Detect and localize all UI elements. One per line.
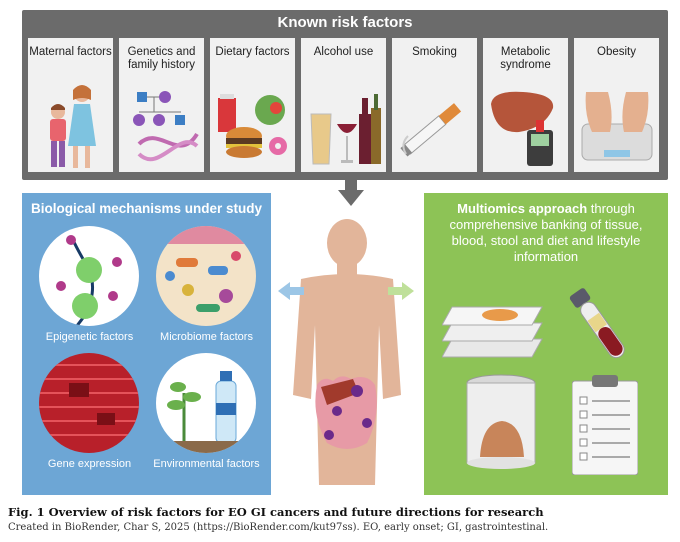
risk-label: Genetics and family history — [127, 46, 196, 71]
risk-label: Alcohol use — [313, 46, 374, 58]
expression-heatmap-icon — [39, 353, 139, 453]
down-arrow-icon — [338, 174, 364, 206]
clipboard-icon — [572, 375, 638, 475]
risk-tile-smoking: Smoking — [392, 38, 477, 172]
risk-tile-dietary: Dietary factors — [210, 38, 295, 172]
multiomics-bold: Multiomics approach — [457, 201, 588, 216]
risk-tile-genetics: Genetics and family history — [119, 38, 204, 172]
mechanisms-panel: Biological mechanisms under study Epigen… — [22, 193, 271, 495]
mechanisms-title: Biological mechanisms under study — [30, 201, 263, 216]
right-arrow-icon — [388, 282, 414, 300]
risk-tile-obesity: Obesity — [574, 38, 659, 172]
risk-label: Obesity — [597, 46, 636, 58]
tissue-slides-icon — [442, 306, 543, 358]
bacteria-icon — [156, 226, 256, 326]
nucleosome-icon — [39, 226, 139, 326]
risk-label: Maternal factors — [29, 46, 112, 58]
figure-caption-note: Created in BioRender, Char S, 2025 (http… — [8, 522, 549, 533]
mother-child-icon — [50, 85, 96, 168]
risk-factors-title: Known risk factors — [277, 14, 413, 31]
scale-feet-icon — [581, 92, 653, 161]
cigarette-icon — [400, 103, 462, 157]
blood-tube-icon — [569, 288, 625, 359]
risk-label: Smoking — [412, 46, 457, 58]
gi-cue: GI tract — [347, 471, 351, 474]
risk-factors-panel: Known risk factors Maternal factors Gene… — [22, 10, 668, 180]
plants-water-icon — [156, 353, 256, 453]
risk-tile-alcohol: Alcohol use — [301, 38, 386, 172]
human-gi-figure: GI tract — [293, 219, 401, 485]
figure-caption-title: Fig. 1 Overview of risk factors for EO G… — [8, 505, 544, 519]
mechanism-label: Gene expression — [47, 458, 132, 470]
risk-label: Metabolic syndrome — [500, 46, 551, 71]
multiomics-text: Multiomics approach through comprehensiv… — [434, 201, 658, 265]
alcohol-bottles-icon — [310, 94, 381, 165]
left-arrow-icon — [278, 282, 304, 300]
food-icon — [218, 94, 287, 158]
risk-tile-maternal: Maternal factors — [28, 38, 113, 172]
multiomics-panel: Multiomics approach through comprehensiv… — [424, 193, 668, 495]
pedigree-dna-icon — [133, 91, 199, 162]
liver-glucometer-icon — [491, 91, 554, 166]
mechanism-label: Environmental factors — [153, 458, 260, 470]
stool-jar-icon — [466, 374, 536, 469]
risk-label: Dietary factors — [215, 46, 290, 58]
mechanism-label: Epigenetic factors — [45, 331, 134, 343]
risk-tile-metabolic: Metabolic syndrome — [483, 38, 568, 172]
mechanism-label: Microbiome factors — [160, 331, 253, 343]
multiomics-rest: through comprehensive banking of tissue,… — [449, 201, 643, 264]
